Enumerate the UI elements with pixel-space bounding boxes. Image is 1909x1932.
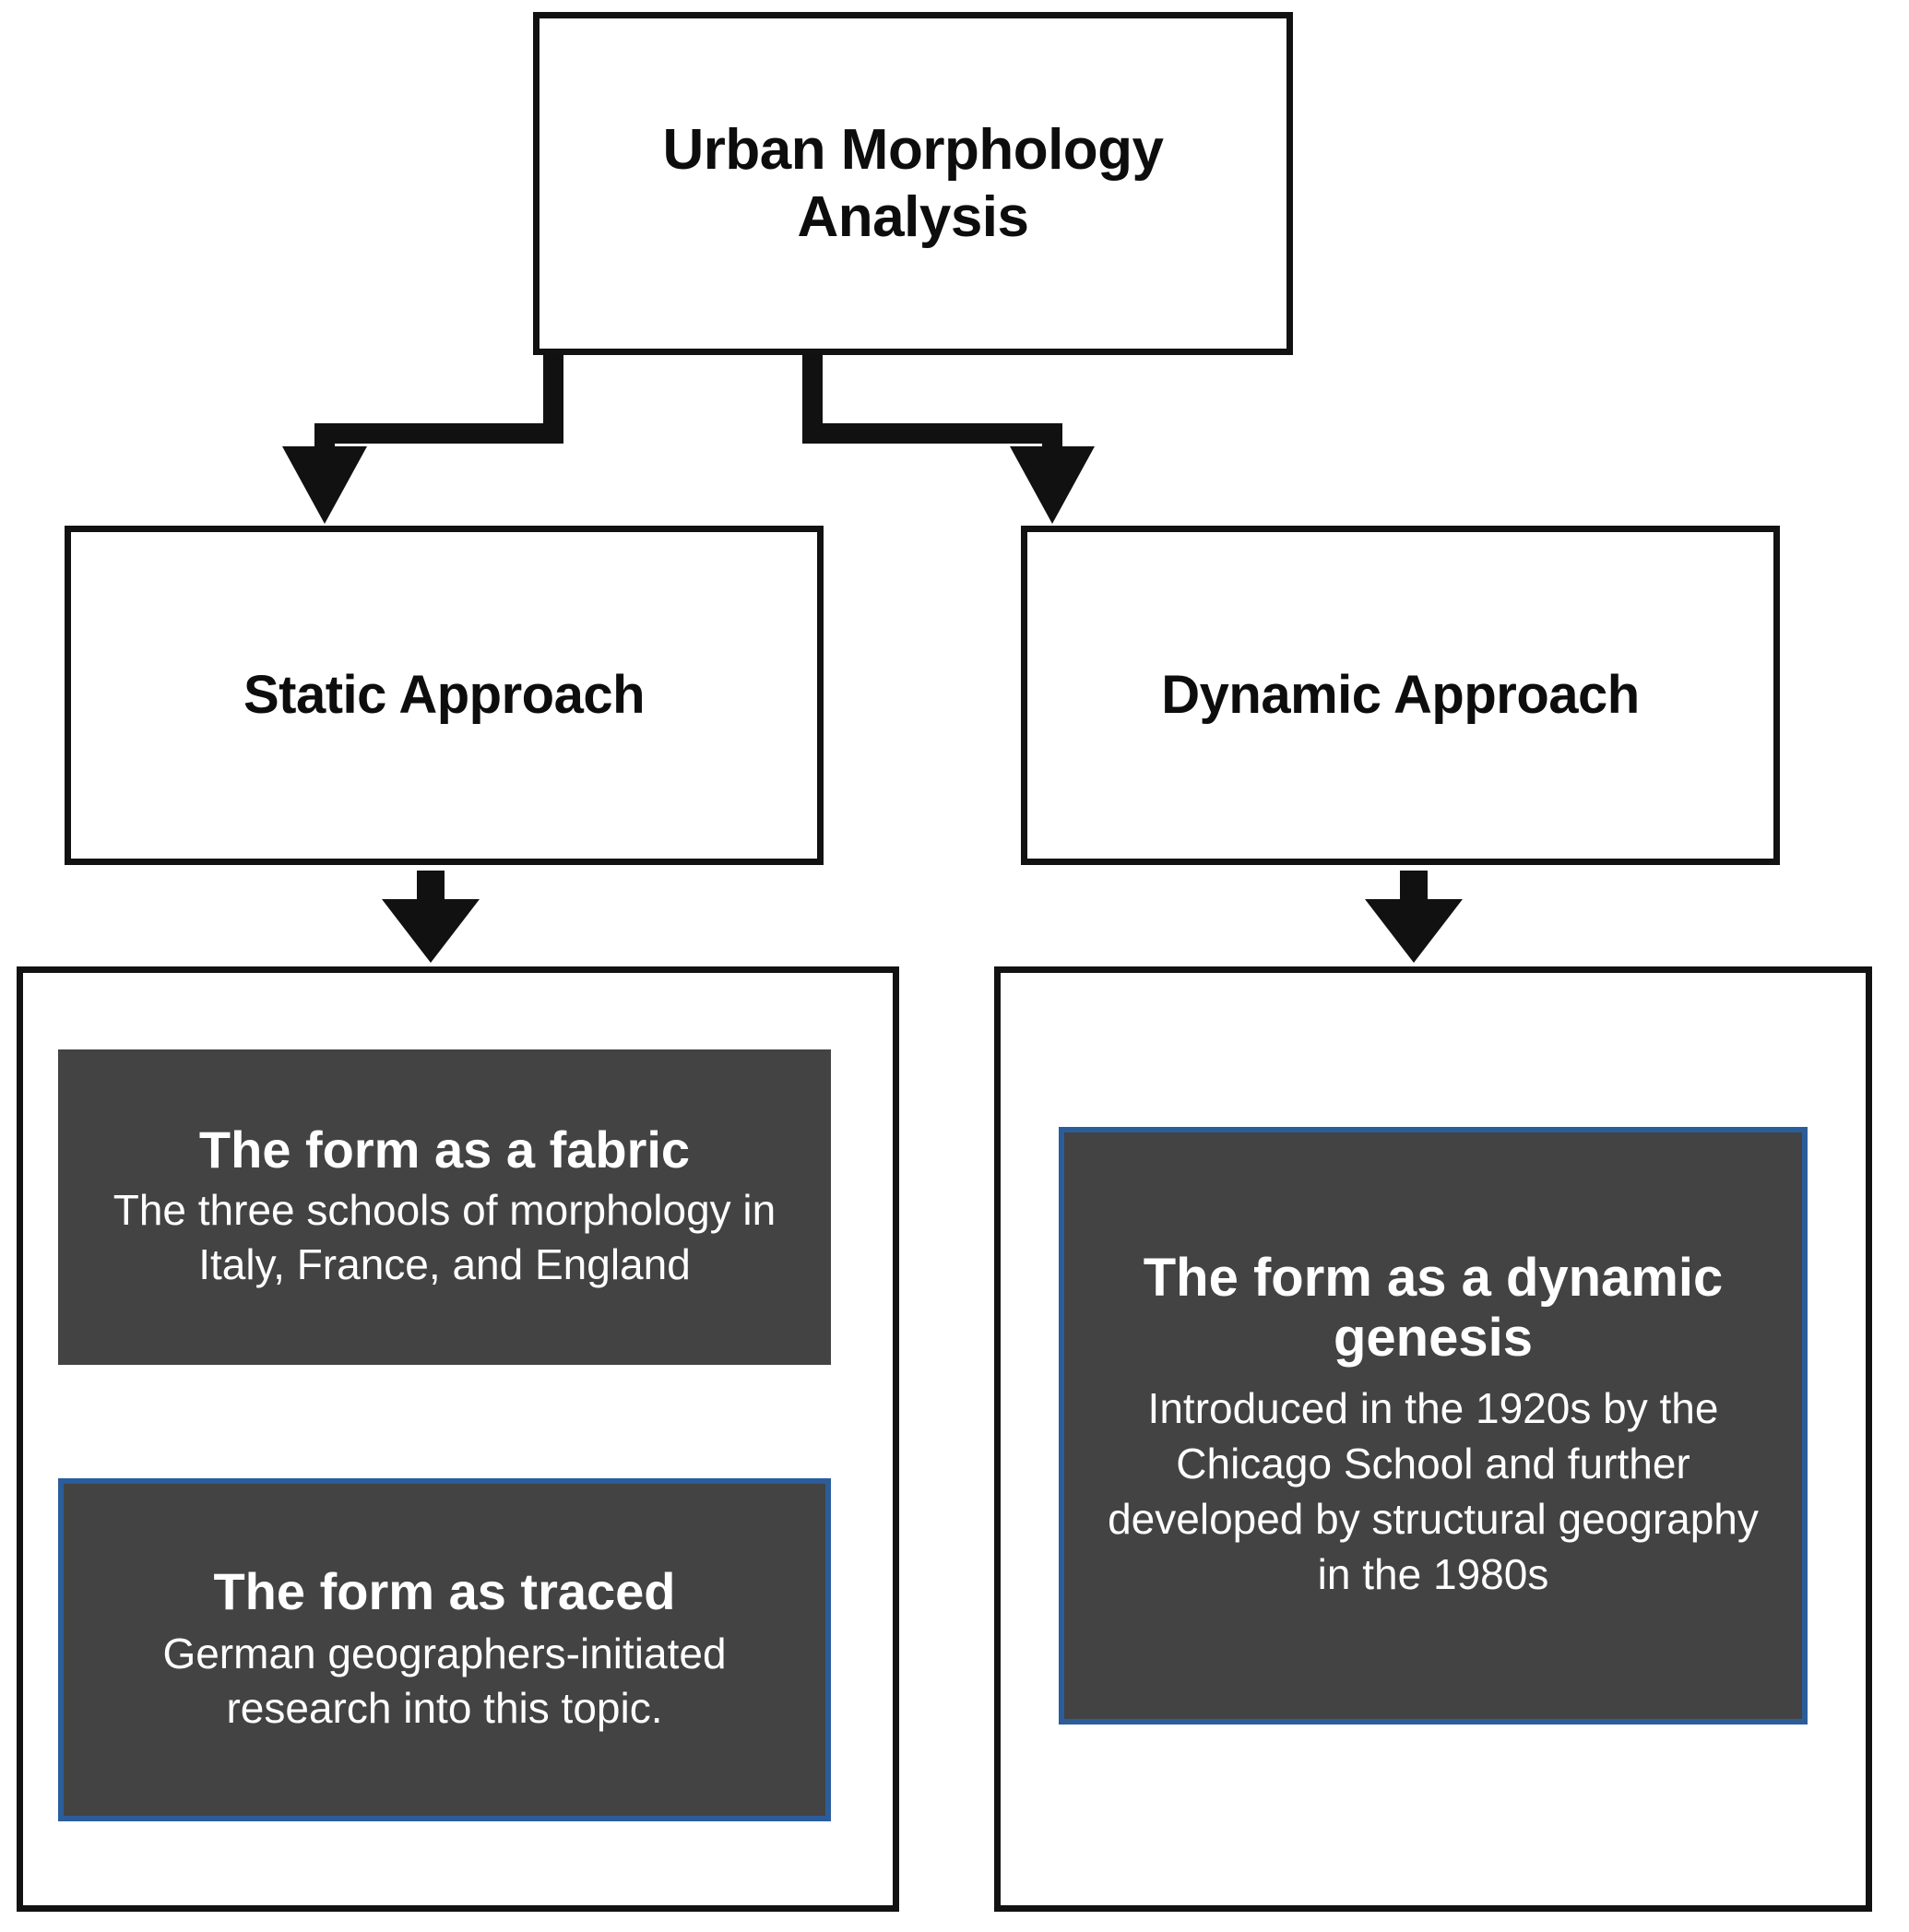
node-label-static-approach: Static Approach	[243, 664, 646, 725]
connector-static-to-container	[382, 871, 480, 963]
card-form-as-traced[interactable]: The form as traced German geographers-in…	[58, 1478, 831, 1821]
card-body-form-as-traced: German geographers-initiated research in…	[162, 1629, 727, 1733]
card-form-as-a-dynamic-genesis[interactable]: The form as a dynamic genesis Introduced…	[1059, 1127, 1808, 1725]
node-label-dynamic-approach: Dynamic Approach	[1161, 664, 1640, 725]
node-urban-morphology-analysis[interactable]: Urban Morphology Analysis	[533, 12, 1293, 355]
node-dynamic-approach[interactable]: Dynamic Approach	[1021, 526, 1780, 865]
connector-root-to-static	[282, 355, 563, 524]
card-form-as-a-fabric[interactable]: The form as a fabric The three schools o…	[58, 1049, 831, 1365]
card-body-form-as-a-fabric: The three schools of morphology in Italy…	[113, 1185, 777, 1289]
card-title-form-as-traced: The form as traced	[213, 1561, 676, 1620]
node-static-approach[interactable]: Static Approach	[65, 526, 824, 865]
node-label-root: Urban Morphology Analysis	[662, 117, 1164, 249]
card-body-form-as-a-dynamic-genesis: Introduced in the 1920s by the Chicago S…	[1108, 1384, 1759, 1598]
connector-root-to-dynamic	[802, 355, 1095, 524]
card-title-form-as-a-dynamic-genesis: The form as a dynamic genesis	[1143, 1248, 1724, 1369]
card-title-form-as-a-fabric: The form as a fabric	[198, 1120, 691, 1179]
connector-dynamic-to-container	[1365, 871, 1463, 963]
